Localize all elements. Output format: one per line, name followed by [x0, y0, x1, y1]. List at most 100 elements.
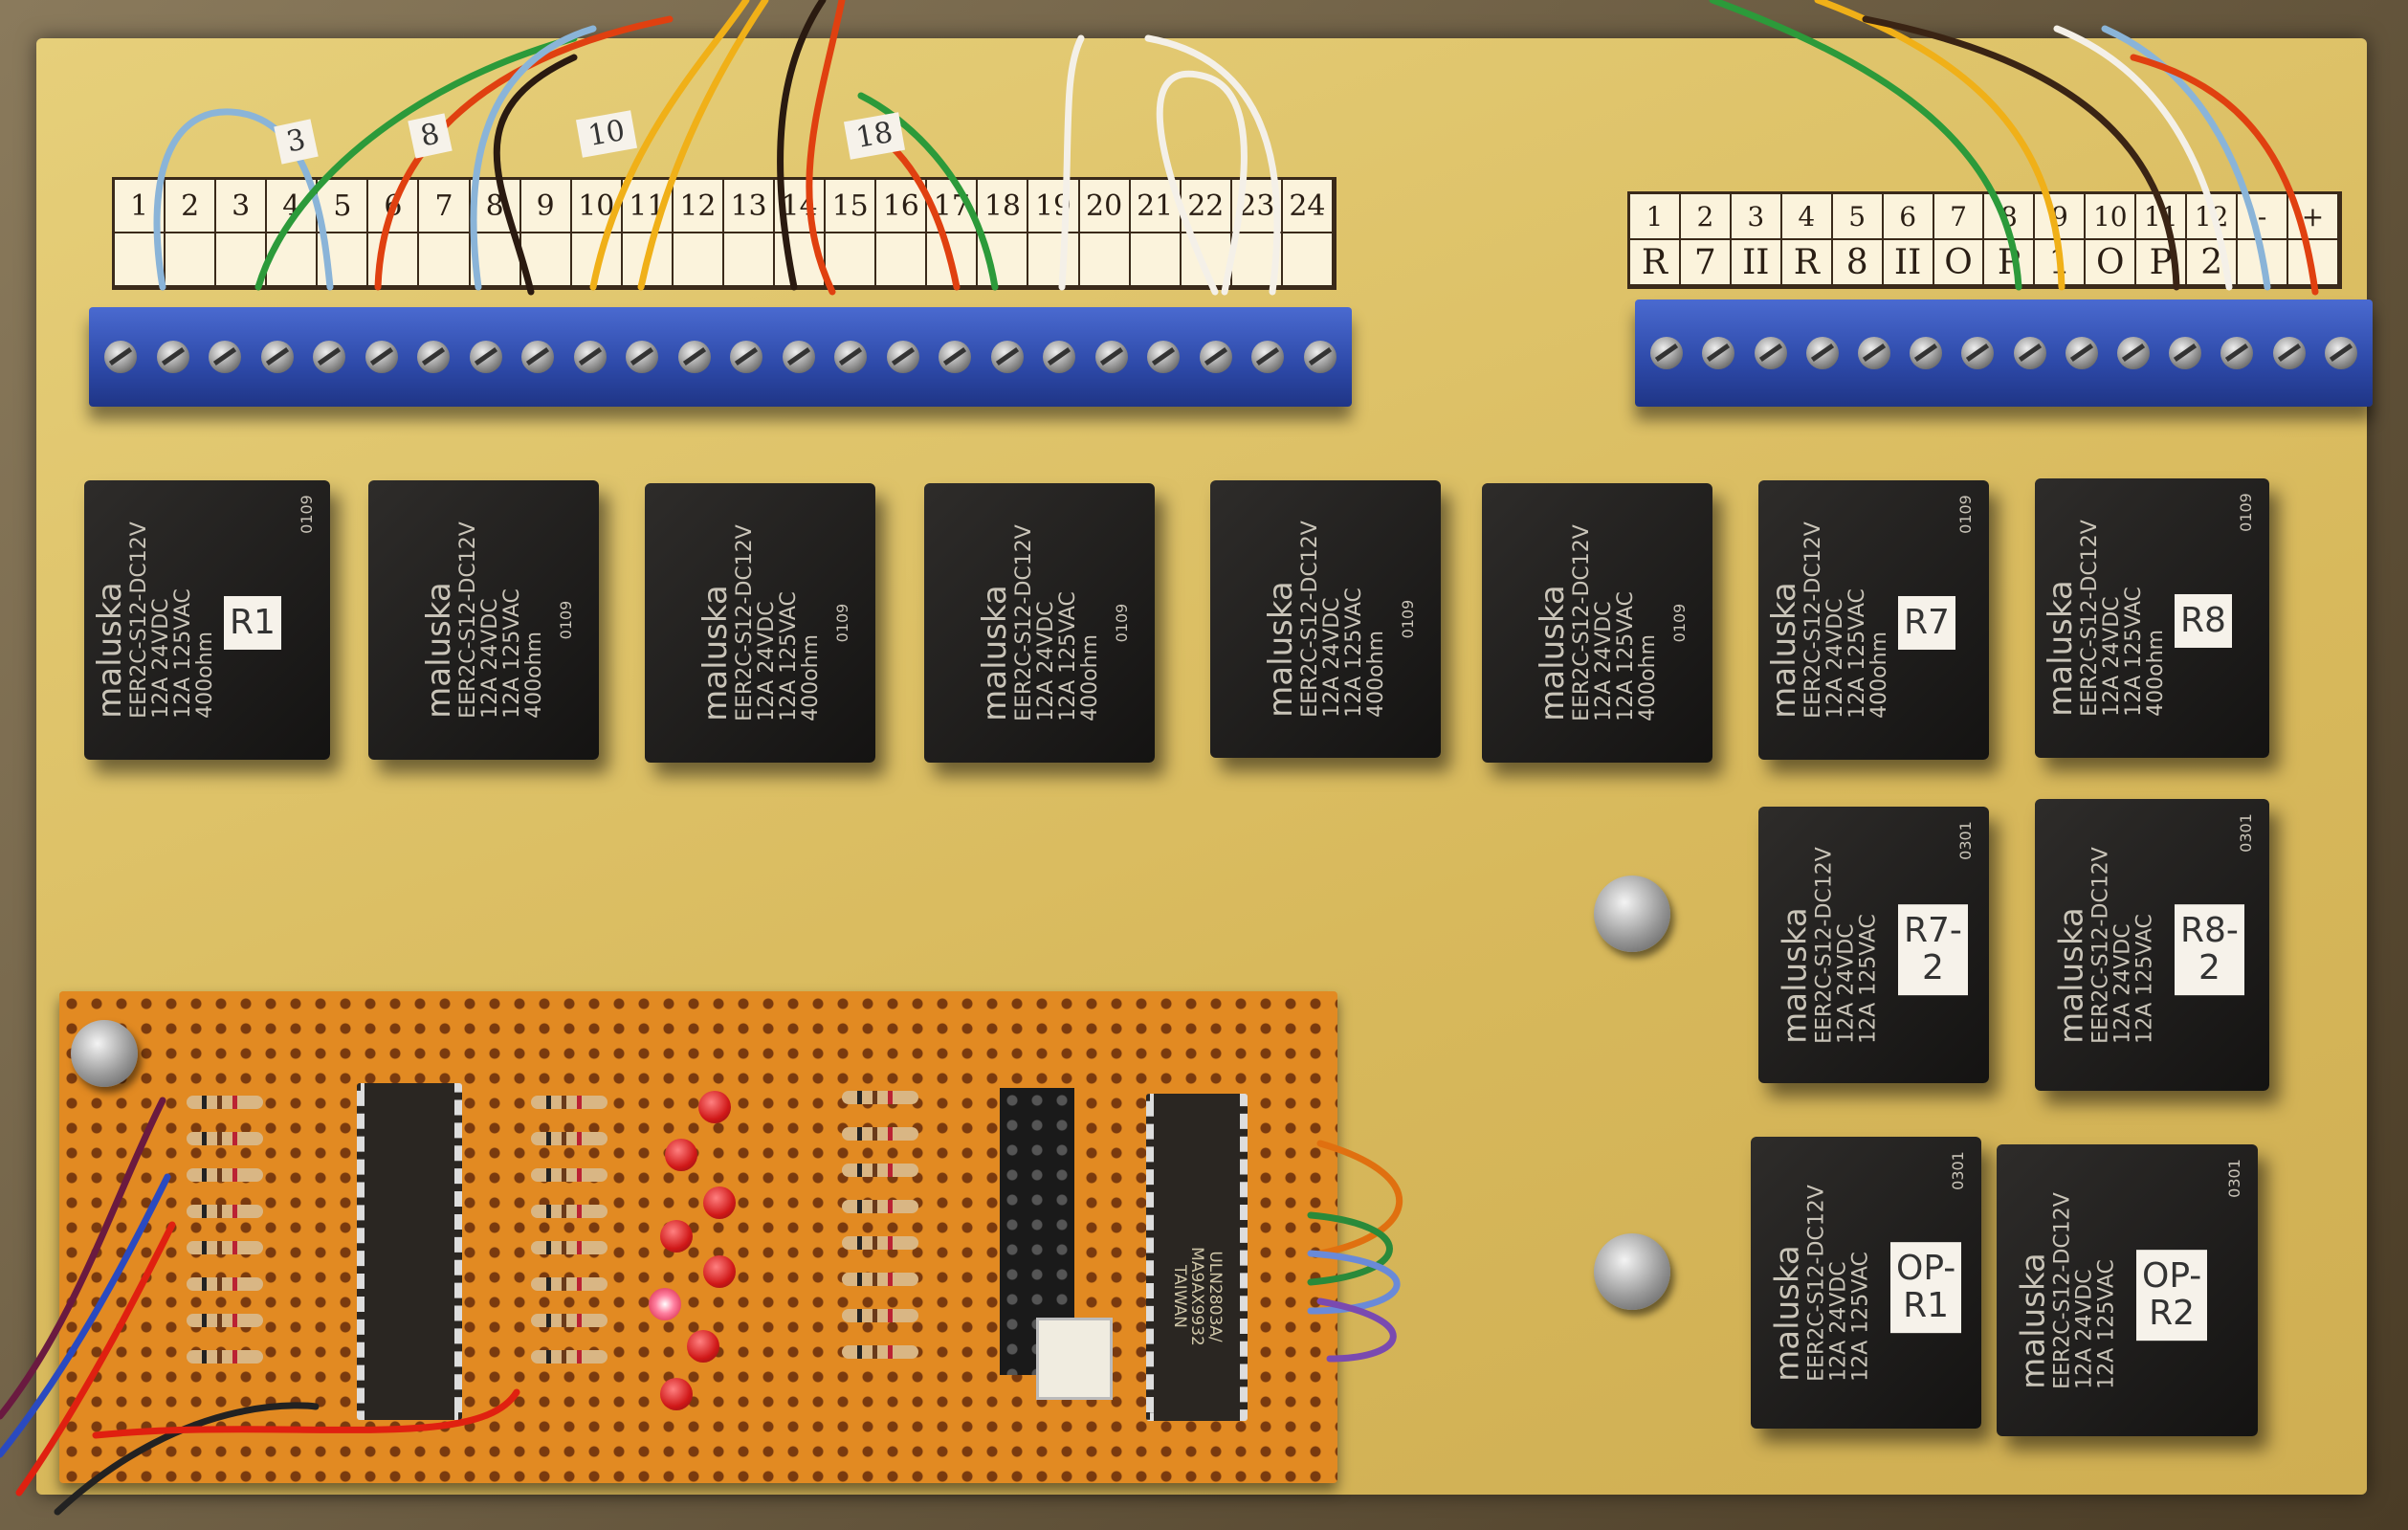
resistor — [531, 1168, 608, 1182]
terminal-label-blank — [419, 233, 471, 287]
terminal-screw — [156, 341, 189, 373]
terminal-number: 1 — [115, 180, 166, 233]
resistor — [531, 1350, 608, 1364]
terminal-screw — [2272, 337, 2306, 369]
led-red — [660, 1378, 693, 1410]
wire-black — [493, 54, 578, 296]
terminal-label-blank — [622, 233, 674, 287]
terminal-screw — [990, 341, 1024, 373]
terminal-label — [2238, 240, 2289, 286]
resistor — [842, 1309, 918, 1322]
terminal-screw — [521, 341, 555, 373]
resistor — [187, 1277, 263, 1291]
resistor — [187, 1350, 263, 1364]
terminal-label-blank — [775, 233, 827, 287]
terminal-number: 2 — [1680, 194, 1732, 240]
terminal-screw — [1094, 341, 1128, 373]
terminal-screw — [939, 341, 972, 373]
terminal-screw — [1961, 337, 1995, 369]
terminal-label: P — [2136, 240, 2188, 286]
led-red — [665, 1139, 697, 1171]
led-red — [703, 1186, 736, 1219]
wire-white — [1058, 34, 1085, 291]
terminal-label-blank — [1231, 233, 1283, 287]
relay-label: R7 — [1898, 595, 1955, 650]
resistor — [531, 1241, 608, 1254]
terminal-screw — [1754, 337, 1787, 369]
resistor — [531, 1132, 608, 1145]
resistor — [842, 1236, 918, 1250]
terminal-label-blank — [1028, 233, 1080, 287]
terminal-screw — [1857, 337, 1890, 369]
relay-label: R7- 2 — [1898, 903, 1968, 995]
terminal-number: 13 — [723, 180, 776, 233]
terminal-number: 2 — [166, 180, 217, 233]
terminal-label-blank — [115, 233, 166, 287]
terminal-label-blank — [1079, 233, 1131, 287]
terminal-screw — [2324, 337, 2357, 369]
wire-green — [1709, 0, 2022, 291]
wire-blue — [470, 25, 597, 291]
terminal-screw — [1043, 341, 1076, 373]
terminal-number: 5 — [1832, 194, 1884, 240]
terminal-screw — [469, 341, 502, 373]
terminal-screw — [677, 341, 711, 373]
terminal-screw — [1303, 341, 1337, 373]
terminal-number: 15 — [826, 180, 877, 233]
wire-purple — [1316, 1297, 1397, 1363]
wire-tag: 3 — [274, 119, 319, 165]
resistor — [842, 1345, 918, 1359]
led-red — [660, 1220, 693, 1253]
wire-orange — [2130, 54, 2319, 296]
wire-red — [374, 15, 674, 291]
terminal-screw — [834, 341, 868, 373]
terminal-label-blank — [723, 233, 776, 287]
terminal-screw — [260, 341, 294, 373]
terminal-number: 16 — [876, 180, 928, 233]
terminal-screw — [209, 341, 242, 373]
terminal-number: 18 — [978, 180, 1029, 233]
resistor — [187, 1168, 263, 1182]
terminal-number: 3 — [216, 180, 268, 233]
terminal-label-blank — [1282, 233, 1334, 287]
terminal-screw — [2116, 337, 2150, 369]
pcb-mounting-screw — [71, 1020, 138, 1087]
wire-blue — [0, 1173, 171, 1458]
terminal-number: 7 — [419, 180, 471, 233]
terminal-screw — [1251, 341, 1285, 373]
ic-chip-left — [357, 1083, 462, 1420]
wire-black — [777, 0, 827, 291]
terminal-screw — [2013, 337, 2046, 369]
terminal-number: 10 — [571, 180, 623, 233]
wire-red — [15, 1221, 176, 1497]
terminal-screw — [1650, 337, 1684, 369]
wire-green — [857, 92, 999, 291]
resistor — [531, 1205, 608, 1218]
resistor — [187, 1096, 263, 1109]
resistor — [531, 1314, 608, 1327]
terminal-number: 3 — [1731, 194, 1782, 240]
terminal-screw — [626, 341, 659, 373]
wire-light-blue — [2101, 25, 2271, 291]
mounting-screw — [1594, 1233, 1670, 1310]
terminal-number: 9 — [520, 180, 572, 233]
relay-label: R8- 2 — [2175, 903, 2244, 995]
wire-red — [92, 1388, 520, 1439]
terminal-screw — [313, 341, 346, 373]
resistor — [842, 1127, 918, 1141]
terminal-label-blank — [876, 233, 928, 287]
wire-white — [2053, 25, 2233, 291]
terminal-number: 5 — [318, 180, 369, 233]
terminal-number: 24 — [1282, 180, 1334, 233]
terminal-screw — [2220, 337, 2254, 369]
terminal-screw — [2169, 337, 2202, 369]
terminal-screw — [365, 341, 398, 373]
